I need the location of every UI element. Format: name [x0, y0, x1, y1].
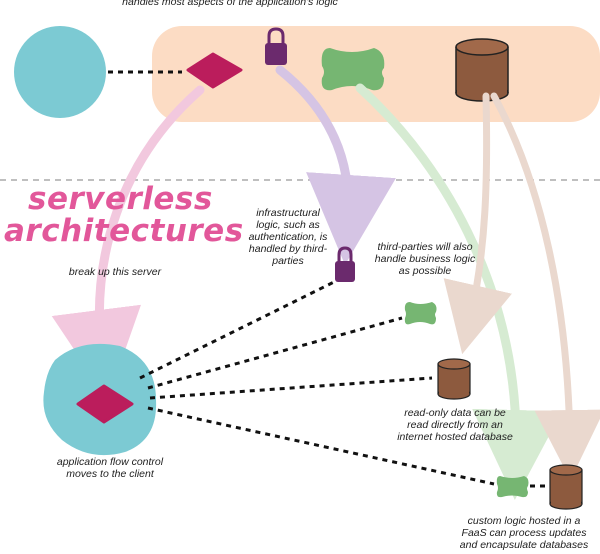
label-client-line: application flow control [56, 456, 164, 468]
label-read-only-line: read directly from an [407, 419, 503, 431]
faas-function-shape [496, 476, 529, 498]
top-client-circle [14, 26, 106, 118]
arrow-database-to-faas-db [490, 92, 600, 480]
bottom-auth-lock-icon [335, 246, 355, 282]
link-client-business [147, 316, 403, 390]
bottom-business-logic-shape [404, 302, 437, 325]
top-caption: handles most aspects of the application'… [122, 0, 338, 8]
label-faas-line: FaaS can process updates [461, 527, 587, 539]
label-read-only: read-only data can be read directly from… [380, 407, 530, 443]
label-infra-line: handled by third- [248, 243, 328, 255]
label-infra-line: logic, such as [256, 219, 320, 231]
label-infra-line: authentication, is [248, 231, 328, 243]
title-line-1: serverless [28, 181, 213, 217]
label-infra-line: parties [272, 255, 304, 267]
label-faas-line: and encapsulate databases [459, 539, 589, 551]
label-faas: custom logic hosted in a FaaS can proces… [450, 515, 598, 551]
title-line-2: architectures [4, 213, 244, 249]
label-third-parties: third-parties will also handle business … [360, 241, 490, 277]
arrow-business-to-faas [355, 83, 563, 500]
top-database-icon [455, 38, 509, 102]
top-logic-diamond [186, 52, 243, 89]
label-read-only-line: read-only data can be [404, 407, 506, 419]
link-client-read-only-db [149, 376, 433, 400]
label-client: application flow control moves to the cl… [30, 456, 190, 480]
label-third-parties-line: as possible [398, 265, 452, 277]
arrow-logic-to-client [51, 85, 205, 400]
label-infra-line: infrastructural [256, 207, 320, 219]
label-third-parties-line: handle business logic [374, 253, 476, 265]
bottom-logic-diamond [76, 384, 134, 424]
faas-database-icon [549, 464, 583, 510]
label-third-parties-line: third-parties will also [377, 241, 473, 253]
arrow-database-to-read-only [443, 92, 512, 355]
link-client-auth [139, 280, 335, 380]
label-read-only-line: internet hosted database [397, 431, 513, 443]
read-only-database-icon [437, 358, 471, 400]
top-business-logic-shape [321, 48, 385, 91]
label-faas-line: custom logic hosted in a [467, 515, 581, 527]
label-client-line: moves to the client [66, 468, 154, 480]
arrow-auth-to-third-party [275, 65, 396, 265]
top-auth-lock-icon [265, 27, 287, 65]
label-infra: infrastructural logic, such as authentic… [238, 207, 338, 267]
label-break-up: break up this server [68, 266, 162, 278]
